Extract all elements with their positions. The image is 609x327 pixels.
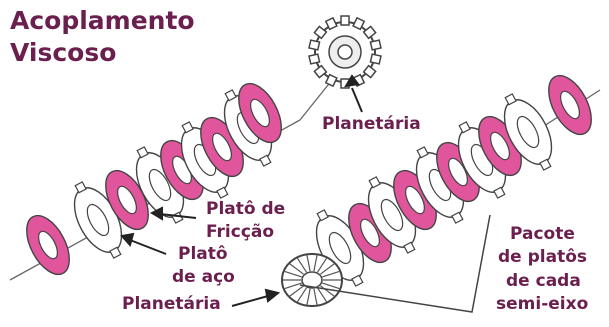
label-plato-friccao-line-1: Platô de [206,201,285,218]
label-pacote-line-4: semi-eixo [496,296,588,313]
label-pacote-line-3: de cada [506,273,581,290]
label-plato-aco-line-2: de aço [172,269,235,286]
label-plato-friccao-line-2: Fricção [206,224,274,241]
title-line-2: Viscoso [10,40,116,65]
right-plate-10 [540,69,600,141]
label-pacote-line-2: de platôs [498,249,587,266]
label-pacote-line-1: Pacote [510,226,575,243]
label-planetaria-bottom: Planetária [122,296,221,313]
title-line-1: Acoplamento [10,8,195,33]
planetary-gear-icon [309,16,381,88]
bevel-gear-icon [282,254,342,306]
label-planetaria-top: Planetária [322,116,421,133]
label-plato-aco-line-1: Platô [178,246,228,263]
